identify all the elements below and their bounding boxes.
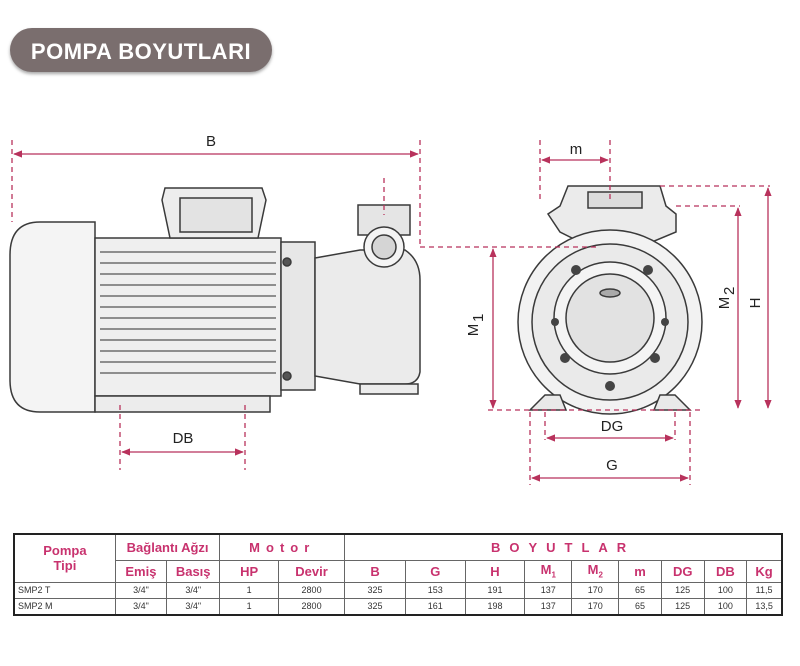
table-row: SMP2 T 3/4" 3/4" 1 2800 325 153 191 137 … [13,581,783,599]
cell-m1: 137 [524,581,573,599]
cell-hp: 1 [219,597,279,615]
header-dg: DG [660,559,705,583]
cell-g: 153 [404,581,466,599]
dim-label-m: m [570,141,583,158]
header-baglanti: Bağlantı Ağzı [114,533,221,561]
cell-hp: 1 [219,581,279,599]
header-kg: Kg [746,559,783,583]
cell-dg: 125 [660,581,705,599]
cell-db: 100 [703,581,748,599]
header-pompa-line2: Tipi [53,558,77,574]
pump-dimension-drawing: B DB m M 1 M 2 H DG G [9,133,772,485]
dim-label-m1: M [465,324,482,337]
cell-emis: 3/4" [114,581,168,599]
dim-label-db: DB [173,430,194,447]
header-db: DB [703,559,748,583]
dim-label-dg: DG [601,418,624,435]
dimension-table: Pompa Tipi Bağlantı Ağzı Motor BOYUTLAR … [13,533,783,616]
page-title: POMPA BOYUTLARI [30,39,252,64]
cell-basis: 3/4" [166,581,221,599]
cell-b: 325 [344,581,406,599]
header-m1-letter: M [540,562,552,578]
header-emis: Emiş [114,559,168,583]
cell-devir: 2800 [277,581,346,599]
cell-dg: 125 [660,597,705,615]
header-motor: Motor [219,533,346,561]
dim-label-m1-sub: 1 [470,314,487,322]
header-m1-sub: 1 [551,570,556,580]
header-m2-letter: M [587,562,599,578]
cell-kg: 11,5 [746,581,783,599]
header-hp: HP [219,559,279,583]
cell-m2: 170 [571,581,620,599]
header-devir: Devir [277,559,346,583]
cell-h: 198 [464,597,526,615]
header-b: B [344,559,406,583]
pump-side-view [9,187,421,413]
pump-front-view [517,185,703,415]
header-g: G [404,559,466,583]
cell-m: 65 [618,581,662,599]
header-m1: M1 [524,559,573,583]
cell-db: 100 [703,597,748,615]
header-m2-sub: 2 [598,570,603,580]
header-boyutlar: BOYUTLAR [344,533,783,561]
dim-label-h-group: H [747,298,764,309]
dim-label-m1-group: M 1 [465,314,487,337]
header-pompa-tipi: Pompa Tipi [13,533,116,583]
cell-tip: SMP2 M [13,597,116,615]
table-row: SMP2 M 3/4" 3/4" 1 2800 325 161 198 137 … [13,597,783,615]
cell-m1: 137 [524,597,573,615]
cell-emis: 3/4" [114,597,168,615]
dimension-lines [11,140,772,485]
dim-label-m2: M [716,297,733,310]
cell-h: 191 [464,581,526,599]
cell-basis: 3/4" [166,597,221,615]
dim-label-m2-sub: 2 [721,287,738,295]
dim-label-m2-group: M 2 [716,287,738,310]
dim-label-g: G [606,457,618,474]
title-badge: POMPA BOYUTLARI [10,28,272,72]
cell-kg: 13,5 [746,597,783,615]
cell-g: 161 [404,597,466,615]
header-m2: M2 [571,559,620,583]
cell-m: 65 [618,597,662,615]
cell-tip: SMP2 T [13,581,116,599]
header-h: H [464,559,526,583]
cell-devir: 2800 [277,597,346,615]
dim-label-h: H [747,298,764,309]
cell-m2: 170 [571,597,620,615]
cell-b: 325 [344,597,406,615]
header-basis: Basış [166,559,221,583]
header-pompa-line1: Pompa [43,543,87,559]
dim-label-b: B [206,133,216,150]
header-m: m [618,559,662,583]
